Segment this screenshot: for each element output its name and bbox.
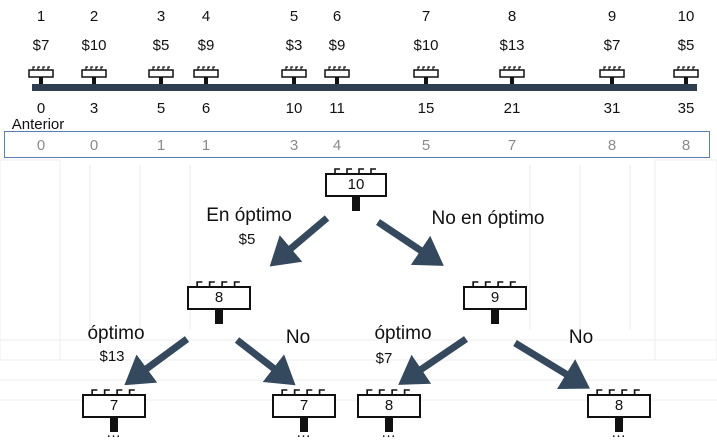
timeline-price: $10 <box>81 37 107 54</box>
edge-label-no-left: No <box>285 327 311 348</box>
mid-right-node: 9 <box>463 278 527 324</box>
mini-node-icon <box>28 66 54 84</box>
node-value: 7 <box>272 394 336 418</box>
node-stem <box>615 418 623 432</box>
node-stem <box>385 418 393 432</box>
timeline-index: 1 <box>36 8 46 25</box>
mini-node-icon <box>324 66 350 84</box>
node-connector-icon <box>596 389 640 396</box>
leaf-ellipsis-4: … <box>611 424 627 441</box>
timeline-index: 10 <box>677 8 695 25</box>
node-stem <box>110 418 118 432</box>
timeline-index: 5 <box>289 8 299 25</box>
timeline-position: 31 <box>603 100 621 117</box>
timeline-position: 0 <box>36 100 46 117</box>
edge-label-optimo-right: óptimo <box>374 323 432 344</box>
timeline-price: $7 <box>32 37 50 54</box>
mini-node-icon <box>81 66 107 84</box>
node-connector-icon <box>281 389 325 396</box>
mini-node-icon <box>413 66 439 84</box>
timeline-index: 7 <box>421 8 431 25</box>
edge-value-5: $5 <box>238 231 256 248</box>
timeline-index: 8 <box>507 8 517 25</box>
node-connector-icon <box>91 389 135 396</box>
mid-left-node: 8 <box>187 278 251 324</box>
timeline-price: $9 <box>328 37 346 54</box>
timeline-position: 3 <box>89 100 99 117</box>
edge-value-13: $13 <box>99 348 125 365</box>
timeline-price: $5 <box>152 37 170 54</box>
edge-label-no-right: No <box>568 327 594 348</box>
node-connector-icon <box>334 168 376 175</box>
timeline-price: $3 <box>285 37 303 54</box>
mini-node-icon <box>499 66 525 84</box>
anterior-label: Anterior <box>11 116 65 133</box>
node-value: 8 <box>357 394 421 418</box>
timeline-position: 10 <box>285 100 303 117</box>
leaf-node-4: 8 <box>587 386 651 432</box>
timeline-index: 9 <box>607 8 617 25</box>
node-value: 8 <box>187 286 251 310</box>
timeline-bar <box>32 84 697 91</box>
node-connector-icon <box>472 281 516 288</box>
node-value: 8 <box>587 394 651 418</box>
node-stem <box>352 197 360 211</box>
node-stem <box>491 310 499 324</box>
leaf-ellipsis-2: … <box>296 424 312 441</box>
timeline-price: $5 <box>677 37 695 54</box>
leaf-ellipsis-3: … <box>381 424 397 441</box>
mini-node-icon <box>281 66 307 84</box>
timeline-price: $10 <box>413 37 439 54</box>
node-stem <box>215 310 223 324</box>
leaf-node-3: 8 <box>357 386 421 432</box>
leaf-node-1: 7 <box>82 386 146 432</box>
leaf-node-2: 7 <box>272 386 336 432</box>
node-connector-icon <box>366 389 410 396</box>
timeline-index: 2 <box>89 8 99 25</box>
node-value: 10 <box>325 173 387 197</box>
node-value: 7 <box>82 394 146 418</box>
timeline-index: 3 <box>156 8 166 25</box>
timeline-position: 15 <box>417 100 435 117</box>
node-connector-icon <box>196 281 240 288</box>
mini-node-icon <box>148 66 174 84</box>
mini-node-icon <box>193 66 219 84</box>
timeline-price: $13 <box>499 37 525 54</box>
timeline-price: $9 <box>197 37 215 54</box>
node-value: 9 <box>463 286 527 310</box>
timeline-position: 6 <box>201 100 211 117</box>
node-stem <box>300 418 308 432</box>
edge-label-en-optimo: En óptimo <box>206 205 292 226</box>
edge-value-7: $7 <box>375 350 393 367</box>
edge-label-optimo-left: óptimo <box>87 323 145 344</box>
timeline-index: 6 <box>332 8 342 25</box>
timeline-position: 21 <box>503 100 521 117</box>
edge-label-no-en-optimo: No en óptimo <box>431 208 545 229</box>
timeline-price: $7 <box>603 37 621 54</box>
timeline-position: 11 <box>329 100 345 117</box>
anterior-row <box>4 131 710 158</box>
mini-node-icon <box>599 66 625 84</box>
leaf-ellipsis-1: … <box>106 424 122 441</box>
timeline-index: 4 <box>201 8 211 25</box>
mini-node-icon <box>673 66 699 84</box>
timeline-position: 35 <box>677 100 695 117</box>
root-node: 10 <box>325 165 387 211</box>
timeline-position: 5 <box>156 100 166 117</box>
